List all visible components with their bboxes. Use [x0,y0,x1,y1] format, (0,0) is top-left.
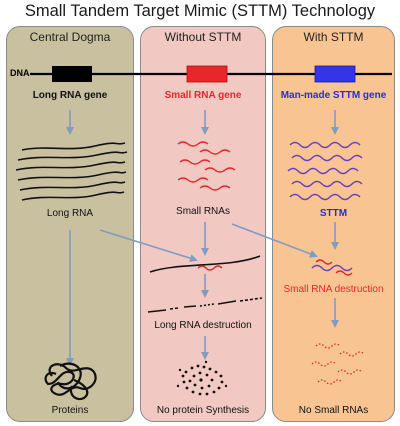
long-rna-gene-box [52,66,92,82]
diagram-title: Small Tandem Target Mimic (STTM) Technol… [24,2,376,20]
small-rna-gene-box [186,65,228,83]
small-rnas-squiggles [177,141,236,191]
long-rna-bundle [15,142,128,201]
long-rna-destruction-label: Long RNA destruction [154,320,252,331]
small-rna-destruction-label: Small RNA destruction [283,284,384,295]
panel-with-sttm [272,26,395,422]
proteins-tangle-icon [44,362,97,401]
dna-label: DNA [10,68,30,78]
panel-title-central-dogma: Central Dogma [29,30,111,44]
long-rna-label: Long RNA [46,208,94,219]
small-rna-gene-label: Small RNA gene [164,90,242,101]
long-rna-small-rna-binding [149,255,261,273]
panel-title-with-sttm: With STTM [303,30,364,44]
cleaved-long-rna [147,297,263,313]
arrow-long-rna-to-binding [99,229,198,263]
panel-title-without-sttm: Without STTM [164,30,242,44]
dispersed-fragments [176,360,228,396]
small-rnas-label: Small RNAs [176,206,230,217]
sttm-gene-box [314,65,356,83]
long-rna-gene-label: Long RNA gene [32,90,108,101]
sttm-small-rna-binding [311,259,353,276]
sttm-squiggles [287,141,363,201]
degraded-small-rnas [311,343,365,385]
arrow-small-rnas-to-sttm-binding [231,223,318,258]
no-protein-synthesis-label: No protein Synthesis [156,405,250,416]
sttm-gene-label: Man-made STTM gene [280,90,387,101]
proteins-label: Proteins [51,405,89,416]
sttm-label: STTM [319,208,348,219]
no-small-rnas-label: No Small RNAs [298,405,369,416]
